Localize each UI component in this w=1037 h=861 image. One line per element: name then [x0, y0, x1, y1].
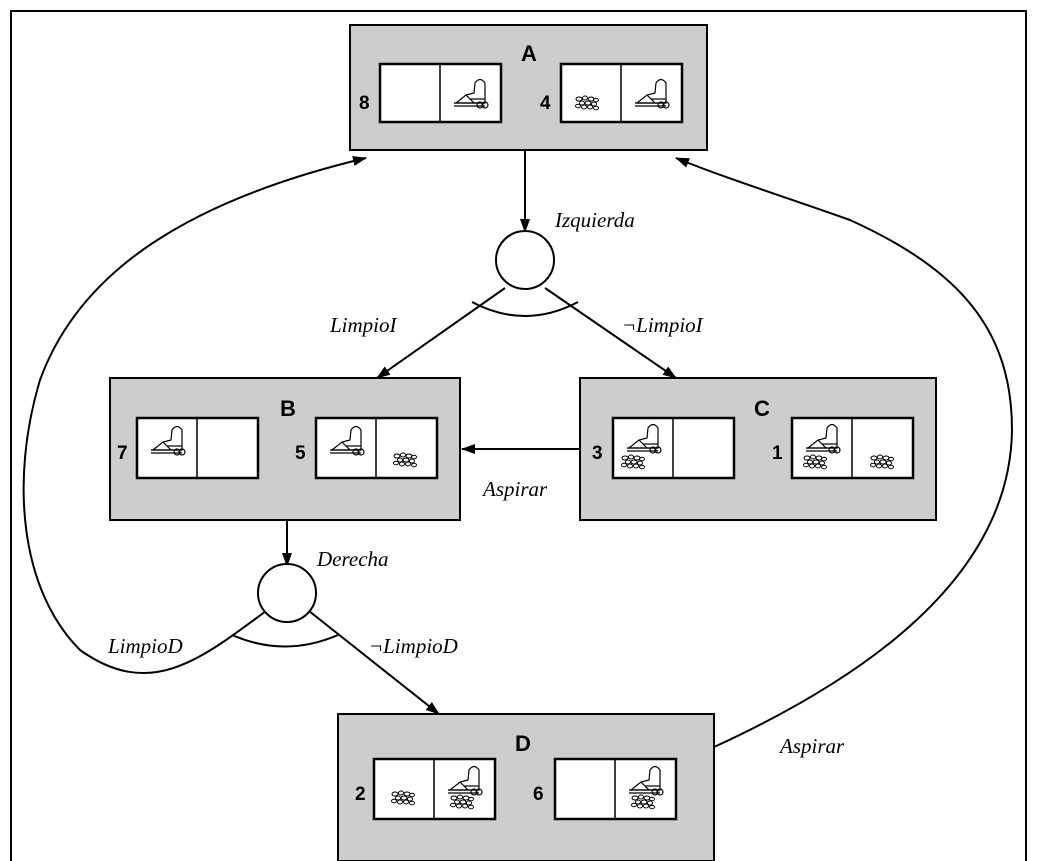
- figure-frame: [10, 10, 1027, 861]
- world-number-4: 4: [540, 93, 551, 114]
- world-8: [378, 62, 503, 124]
- world-3: [611, 416, 736, 480]
- world-1: [790, 416, 915, 480]
- world-number-7: 7: [117, 443, 128, 464]
- label-not-limpio-i: ¬LimpioI: [622, 313, 704, 337]
- label-derecha: Derecha: [316, 547, 389, 571]
- label-not-limpio-d: ¬LimpioD: [369, 634, 458, 658]
- edge-limpio-d-to-a: [22, 156, 367, 674]
- edge-not-limpio-i: [544, 287, 677, 379]
- label-limpio-d: LimpioD: [107, 634, 183, 658]
- world-5: [314, 416, 439, 480]
- and-arc-derecha: [231, 634, 339, 648]
- world-number-6: 6: [533, 784, 544, 805]
- world-6: [553, 757, 678, 821]
- world-number-8: 8: [359, 93, 370, 114]
- world-7: [135, 416, 260, 480]
- state-box-c: C 3 1: [579, 377, 937, 521]
- state-label-c: C: [754, 396, 770, 421]
- and-arc-izquierda: [471, 301, 579, 317]
- world-number-5: 5: [295, 443, 306, 464]
- state-label-a: A: [521, 41, 537, 66]
- state-label-b: B: [280, 396, 296, 421]
- state-box-a: A 8 4: [349, 24, 708, 151]
- edge-d-aspirar-a: [675, 157, 1014, 748]
- label-izquierda: Izquierda: [554, 208, 635, 232]
- world-number-3: 3: [592, 443, 603, 464]
- world-2: [372, 757, 497, 821]
- world-4: [559, 62, 684, 124]
- label-aspirar-d-a: Aspirar: [778, 734, 845, 758]
- state-box-d: D 2 6: [337, 713, 715, 861]
- world-number-1: 1: [772, 443, 783, 464]
- label-aspirar-c-b: Aspirar: [481, 477, 548, 501]
- edge-not-limpio-d: [308, 610, 440, 715]
- label-limpio-i: LimpioI: [329, 313, 398, 337]
- world-number-2: 2: [355, 784, 366, 805]
- or-node-izquierda: [495, 230, 555, 290]
- edge-limpio-i: [376, 287, 506, 379]
- or-node-derecha: [257, 563, 317, 623]
- state-box-b: B 7 5: [109, 377, 461, 521]
- state-label-d: D: [515, 731, 531, 756]
